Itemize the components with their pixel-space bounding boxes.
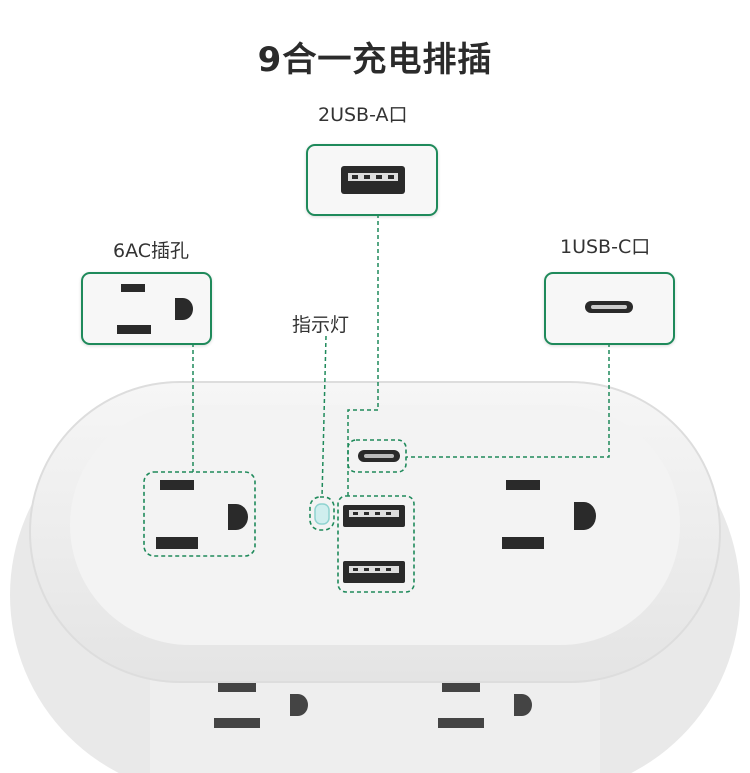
usb-a-port-1 [343,505,405,527]
ac-outlet-right [502,480,596,549]
ac-callout [81,272,212,345]
usb-a-port-2 [343,561,405,583]
usb-a-highlight-frame [337,495,415,593]
usb-a-port-icon [341,166,405,194]
indicator-connector-line [321,335,327,498]
power-strip-top-face [29,381,721,683]
ac-outlet-left [156,480,248,549]
usb-c-port-icon [585,301,633,313]
usb-c-callout [544,272,675,345]
usb-a-callout [306,144,438,216]
usb-a-label: 2USB-A口 [318,104,408,126]
usb-c-highlight-frame [347,439,407,473]
connector-lines [192,214,610,498]
usb-c-label: 1USB-C口 [560,236,651,258]
indicator-light [314,503,330,525]
page-title: 9合一充电排插 [257,40,493,80]
indicator-label: 指示灯 [292,314,350,336]
usb-c-connector-line [406,343,610,458]
ac-highlight-frame [143,471,256,557]
usb-a-connector-line [347,214,379,496]
ac-outlet-bottom-right [438,683,532,728]
ac-outlet-icon [117,284,193,334]
ac-outlet-bottom-left [214,683,308,728]
usb-c-port [358,450,400,462]
ac-label: 6AC插孔 [113,240,190,262]
